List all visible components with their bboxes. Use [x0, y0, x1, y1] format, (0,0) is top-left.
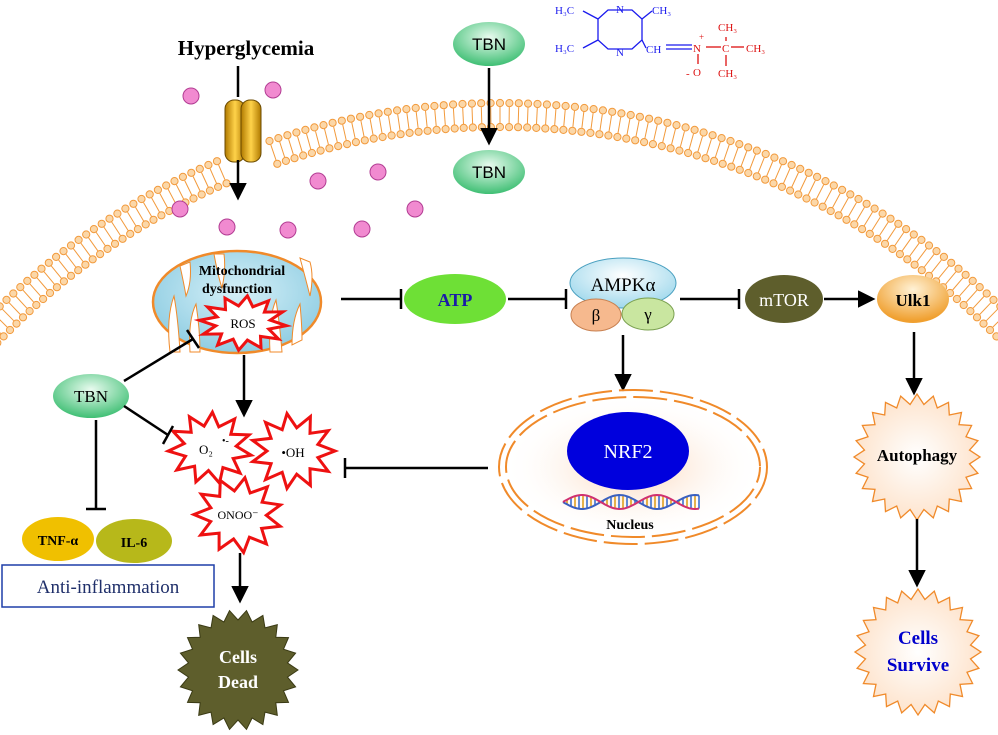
mito-label-line2: dysfunction [202, 282, 272, 297]
ulk1-node [877, 275, 949, 323]
autophagy-burst [852, 392, 982, 522]
ampk-gamma-label: γ [643, 305, 652, 324]
ros-burst [193, 293, 293, 353]
tbn-top-node [453, 22, 525, 66]
cell-membrane [0, 98, 998, 346]
tbn-inside-node [453, 150, 525, 194]
il6-label: IL-6 [121, 536, 147, 551]
ampk-alpha-label: AMPKα [591, 275, 656, 296]
svg-text:+: + [699, 32, 704, 42]
svg-text:CH₃: CH₃ [652, 5, 671, 17]
ampk-complex: AMPKα β γ [569, 257, 677, 332]
tbn-top-label: TBN [472, 35, 506, 54]
mitochondria: Mitochondrial dysfunction ROS [151, 249, 323, 355]
nrf2-label: NRF2 [604, 441, 653, 463]
il6-node [96, 519, 172, 563]
svg-text:CH₃: CH₃ [746, 43, 765, 55]
tbn-left-label: TBN [74, 387, 108, 406]
ros-label: ROS [230, 316, 255, 331]
dna-helix [562, 493, 700, 511]
svg-text:H₃C: H₃C [555, 5, 574, 17]
hyperglycemia-label: Hyperglycemia [178, 36, 315, 60]
mito-label-line1: Mitochondrial [199, 264, 285, 279]
svg-text:CH: CH [646, 44, 661, 56]
svg-text:H₃C: H₃C [555, 43, 574, 55]
superoxide-burst [163, 408, 256, 487]
mtor-label: mTOR [759, 290, 809, 310]
hydroxyl-label: •OH [281, 445, 304, 460]
ampk-beta-node [570, 298, 622, 332]
atp-label: ATP [438, 290, 473, 310]
nucleus: NRF2 Nucleus [498, 389, 768, 545]
atp-node [404, 274, 506, 324]
svg-text:N: N [616, 47, 624, 59]
tbn-left-node [53, 374, 129, 418]
glucose-transporter [224, 99, 262, 163]
superoxide-label: O₂ [199, 442, 213, 457]
svg-text:CH₃: CH₃ [718, 68, 737, 80]
ampk-gamma-node [621, 297, 675, 331]
tbn-inside-label: TBN [472, 163, 506, 182]
peroxynitrite-label: ONOO⁻ [218, 508, 259, 522]
hydroxyl-burst [248, 410, 340, 492]
anti-inflammation-label: Anti-inflammation [37, 577, 180, 598]
cells-survive-line1: Cells [898, 628, 938, 649]
tnf-alpha-label: TNF-α [38, 534, 79, 549]
superoxide-charge: •- [222, 436, 229, 447]
cells-survive-burst [853, 587, 983, 717]
ulk1-label: Ulk1 [896, 291, 931, 310]
svg-text:O: O [693, 67, 701, 79]
nrf2-node [567, 412, 689, 490]
mtor-node [745, 275, 823, 323]
ampk-beta-label: β [592, 306, 601, 325]
svg-text:CH₃: CH₃ [718, 22, 737, 34]
svg-text:-: - [686, 68, 690, 80]
cells-dead-line1: Cells [219, 647, 257, 667]
glucose-molecules [171, 81, 424, 239]
autophagy-label: Autophagy [877, 446, 958, 465]
peroxynitrite-burst [189, 474, 285, 556]
cells-dead-line2: Dead [218, 672, 258, 692]
svg-text:C: C [722, 43, 729, 55]
cells-dead-burst [177, 609, 299, 731]
anti-inflammation-box [1, 564, 215, 608]
tnf-alpha-node [22, 517, 94, 561]
ampk-alpha-node [569, 257, 677, 309]
cells-survive-line2: Survive [887, 655, 949, 676]
nucleus-label: Nucleus [606, 518, 654, 533]
tbn-chemical-structure: H₃C H₃C CH₃ N N CH N + - O C CH₃ CH₃ CH₃ [555, 4, 765, 80]
svg-text:N: N [693, 43, 701, 55]
